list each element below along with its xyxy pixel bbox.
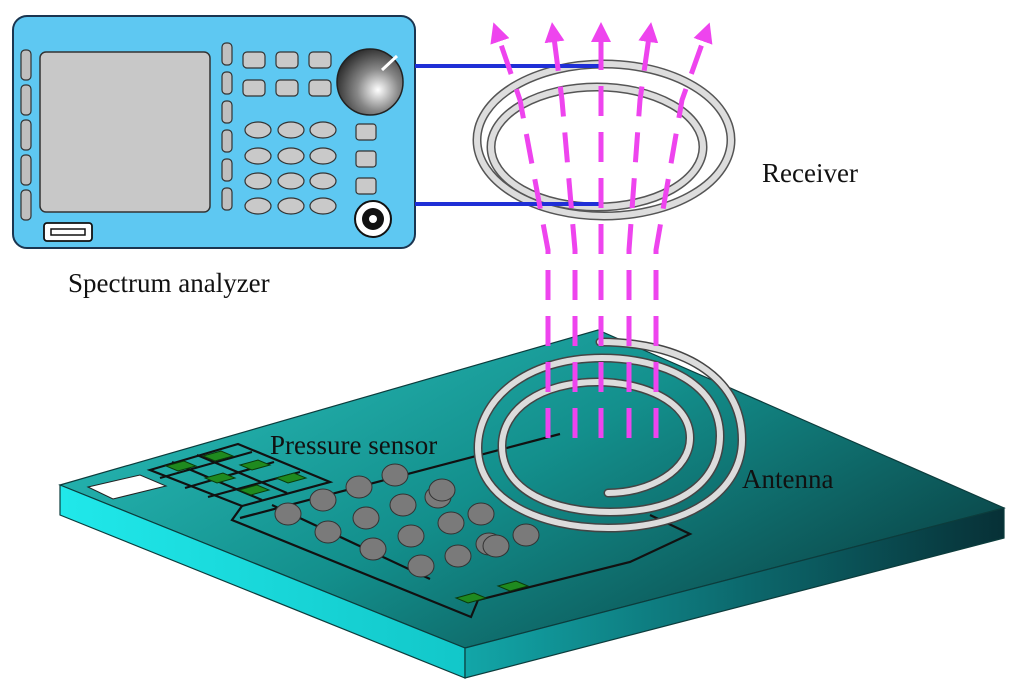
pressure-sensor-array: [274, 463, 540, 578]
sensor-board: [58, 329, 1006, 679]
magnetic-field-lines: [490, 22, 713, 438]
receiver-label: Receiver: [762, 158, 858, 188]
board-label-pad: [86, 474, 168, 500]
card-slot-icon: [43, 222, 93, 242]
rotary-knob-icon: [336, 48, 404, 116]
board-top-face: [58, 329, 1006, 649]
spectrum-analyzer: [12, 15, 416, 249]
spectrum-analyzer-label: Spectrum analyzer: [68, 268, 270, 298]
receiver-coil: [472, 59, 736, 221]
analyzer-keypad: [244, 121, 337, 215]
analyzer-screen: [39, 51, 211, 213]
analyzer-left-keys: [20, 49, 32, 221]
analyzer-side-keys: [355, 123, 377, 195]
analyzer-screen-keys: [221, 42, 233, 211]
bnc-connector-icon: [354, 200, 392, 238]
board-right-face: [464, 507, 1005, 679]
pressure-sensor-label: Pressure sensor: [270, 430, 438, 460]
analyzer-function-buttons: [242, 51, 332, 97]
sensor-pads: [164, 450, 530, 604]
antenna-label: Antenna: [742, 464, 834, 494]
